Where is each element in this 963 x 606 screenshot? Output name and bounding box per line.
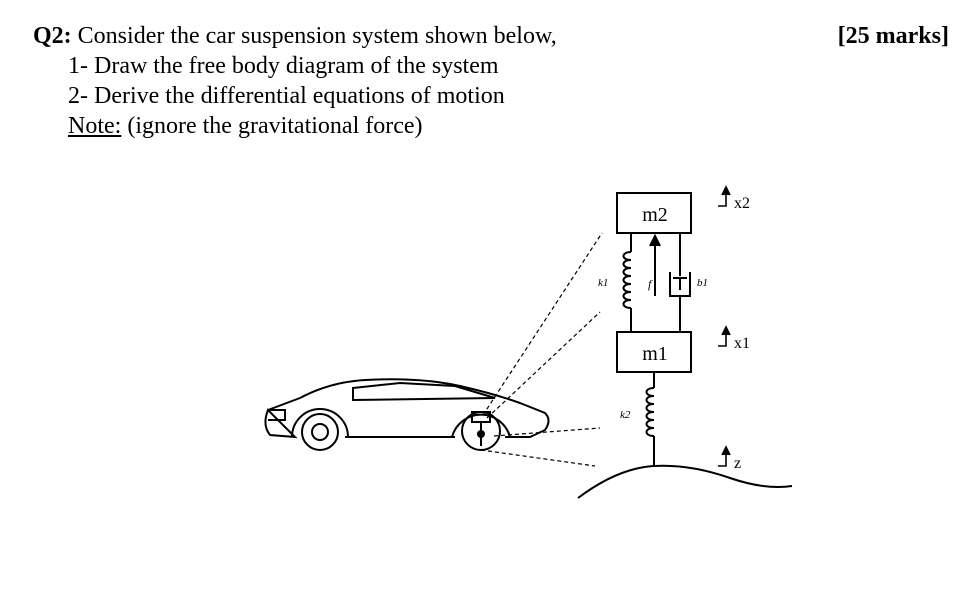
label-k1: k1 <box>598 277 608 289</box>
question-title: Q2: Consider the car suspension system s… <box>33 21 557 51</box>
car-drawing <box>264 378 550 451</box>
task-item-1: 1- Draw the free body diagram of the sys… <box>68 53 499 79</box>
note-label: Note: <box>68 113 122 139</box>
zoom-lines <box>480 232 603 467</box>
label-m1: m1 <box>642 343 668 365</box>
label-x2: x2 <box>734 195 750 212</box>
label-f: f <box>648 277 653 291</box>
label-m2: m2 <box>642 204 668 226</box>
note-line: Note: (ignore the gravitational force) <box>68 111 423 141</box>
mass-m1-block <box>616 331 692 373</box>
label-x1: x1 <box>734 335 750 352</box>
spring-k1 <box>622 251 632 309</box>
note-text: (ignore the gravitational force) <box>121 113 423 139</box>
label-k2: k2 <box>620 409 631 421</box>
label-z: z <box>734 455 741 472</box>
road-profile <box>577 464 793 499</box>
question-number: Q2: <box>33 23 72 49</box>
displacement-arrows <box>718 185 731 467</box>
spring-k2 <box>645 387 655 437</box>
label-b1: b1 <box>697 277 708 289</box>
marks-label: [25 marks] <box>837 23 949 49</box>
question-text: Consider the car suspension system shown… <box>71 23 557 49</box>
mass-spring-damper <box>577 192 793 499</box>
task-item-2: 2- Derive the differential equations of … <box>68 83 505 109</box>
mass-m2-block <box>616 192 692 234</box>
